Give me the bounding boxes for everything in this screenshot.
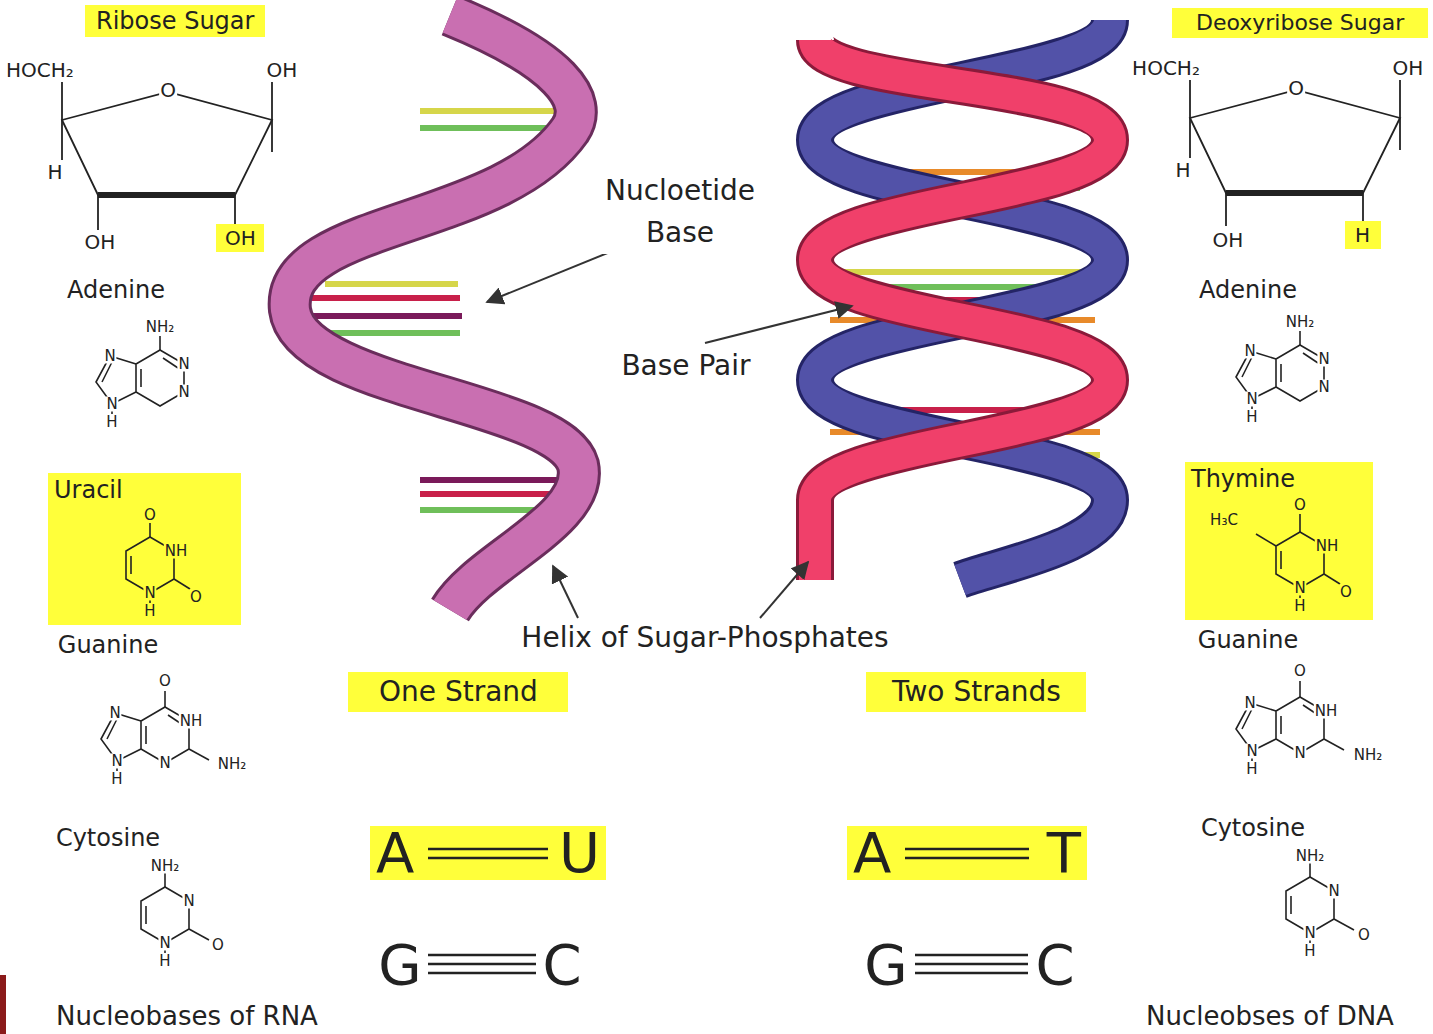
- highlight-box: H: [1345, 221, 1381, 249]
- atom: N: [1317, 352, 1330, 367]
- base-name: Cytosine: [55, 826, 161, 850]
- atom: N: [1245, 744, 1258, 759]
- atom: N: [105, 397, 118, 412]
- atom: NH₂: [145, 320, 176, 335]
- base-letter: U: [559, 825, 600, 881]
- highlight-box: Two Strands: [866, 672, 1086, 712]
- atom: H: [1245, 410, 1258, 425]
- atom: OH: [1392, 58, 1425, 78]
- atom: O: [189, 590, 203, 605]
- base-letter: A: [376, 825, 414, 881]
- atom: NH₂: [1285, 315, 1316, 330]
- footer-label: Nucleobses of DNA: [1145, 1003, 1395, 1029]
- atom: H₃C: [1209, 513, 1239, 528]
- atom: NH₂: [1353, 748, 1384, 763]
- atom: O: [159, 80, 177, 100]
- base-letter: C: [1034, 937, 1075, 993]
- atom: NH₂: [150, 859, 181, 874]
- atom: H: [1303, 944, 1316, 959]
- atom: N: [177, 357, 190, 372]
- base-pair-box: AT: [847, 826, 1087, 880]
- atom: H: [143, 604, 156, 619]
- atom: N: [1243, 344, 1256, 359]
- atom: N: [1245, 392, 1258, 407]
- atom: N: [1327, 884, 1340, 899]
- atom: H: [1293, 599, 1306, 614]
- atom: H: [46, 162, 63, 182]
- base-name: Adenine: [66, 278, 166, 302]
- atom: NH₂: [217, 757, 248, 772]
- highlight-box: Ribose Sugar: [85, 5, 265, 37]
- base-name: Guanine: [57, 633, 159, 657]
- atom: HOCH₂: [1131, 58, 1201, 78]
- atom: O: [143, 508, 157, 523]
- atom: H: [1174, 160, 1191, 180]
- base-letter: C: [541, 937, 582, 993]
- atom: NH: [164, 544, 189, 559]
- highlight-text: One Strand: [379, 678, 538, 706]
- highlight-text: Thymine: [1191, 467, 1295, 491]
- callout-label: Helix of Sugar-Phosphates: [520, 624, 889, 652]
- atom: N: [143, 586, 156, 601]
- atom: O: [1293, 498, 1307, 513]
- atom: O: [1293, 664, 1307, 679]
- base-pair-box: AU: [370, 826, 606, 880]
- highlight-text: OH: [225, 228, 256, 248]
- atom: NH₂: [1295, 849, 1326, 864]
- highlight-text: Uracil: [54, 478, 123, 502]
- atom: NH: [1314, 704, 1339, 719]
- base-letter: T: [1047, 825, 1081, 881]
- highlight-box: One Strand: [348, 672, 568, 712]
- atom: N: [1303, 926, 1316, 941]
- atom: N: [1293, 746, 1306, 761]
- highlight-text: Deoxyribose Sugar: [1196, 12, 1404, 34]
- atom: N: [1317, 380, 1330, 395]
- atom: N: [177, 385, 190, 400]
- highlight-text: Two Strands: [892, 678, 1061, 706]
- atom: HOCH₂: [5, 60, 75, 80]
- atom: N: [110, 754, 123, 769]
- base-name: Cytosine: [1200, 816, 1306, 840]
- atom: NH: [1315, 539, 1340, 554]
- atom: H: [158, 954, 171, 969]
- base-letter: G: [863, 937, 908, 993]
- highlight-text: Ribose Sugar: [96, 9, 254, 33]
- atom: NH: [179, 714, 204, 729]
- atom: H: [110, 772, 123, 787]
- base-name: Guanine: [1197, 628, 1299, 652]
- atom: N: [158, 756, 171, 771]
- atom: O: [211, 938, 225, 953]
- atom: N: [103, 349, 116, 364]
- highlight-box: Uracil: [48, 473, 241, 625]
- atom: N: [1243, 696, 1256, 711]
- callout-label: Nucloetide Base: [574, 170, 786, 254]
- callout-label: Base Pair: [620, 352, 751, 380]
- atom: O: [158, 674, 172, 689]
- atom: N: [108, 706, 121, 721]
- atom: N: [1293, 581, 1306, 596]
- atom: N: [158, 936, 171, 951]
- base-name: Adenine: [1198, 278, 1298, 302]
- atom: O: [1287, 78, 1305, 98]
- atom: O: [1339, 585, 1353, 600]
- base-letter: A: [853, 825, 891, 881]
- base-letter: G: [377, 937, 422, 993]
- atom: OH: [266, 60, 299, 80]
- atom: H: [1245, 762, 1258, 777]
- atom: H: [105, 415, 118, 430]
- atom: OH: [84, 232, 117, 252]
- highlight-box: Deoxyribose Sugar: [1172, 8, 1428, 38]
- highlight-text: H: [1355, 225, 1370, 245]
- atom: N: [182, 894, 195, 909]
- atom: OH: [1212, 230, 1245, 250]
- atom: O: [1357, 928, 1371, 943]
- highlight-box: OH: [216, 224, 264, 252]
- footer-label: Nucleobases of RNA: [55, 1003, 319, 1029]
